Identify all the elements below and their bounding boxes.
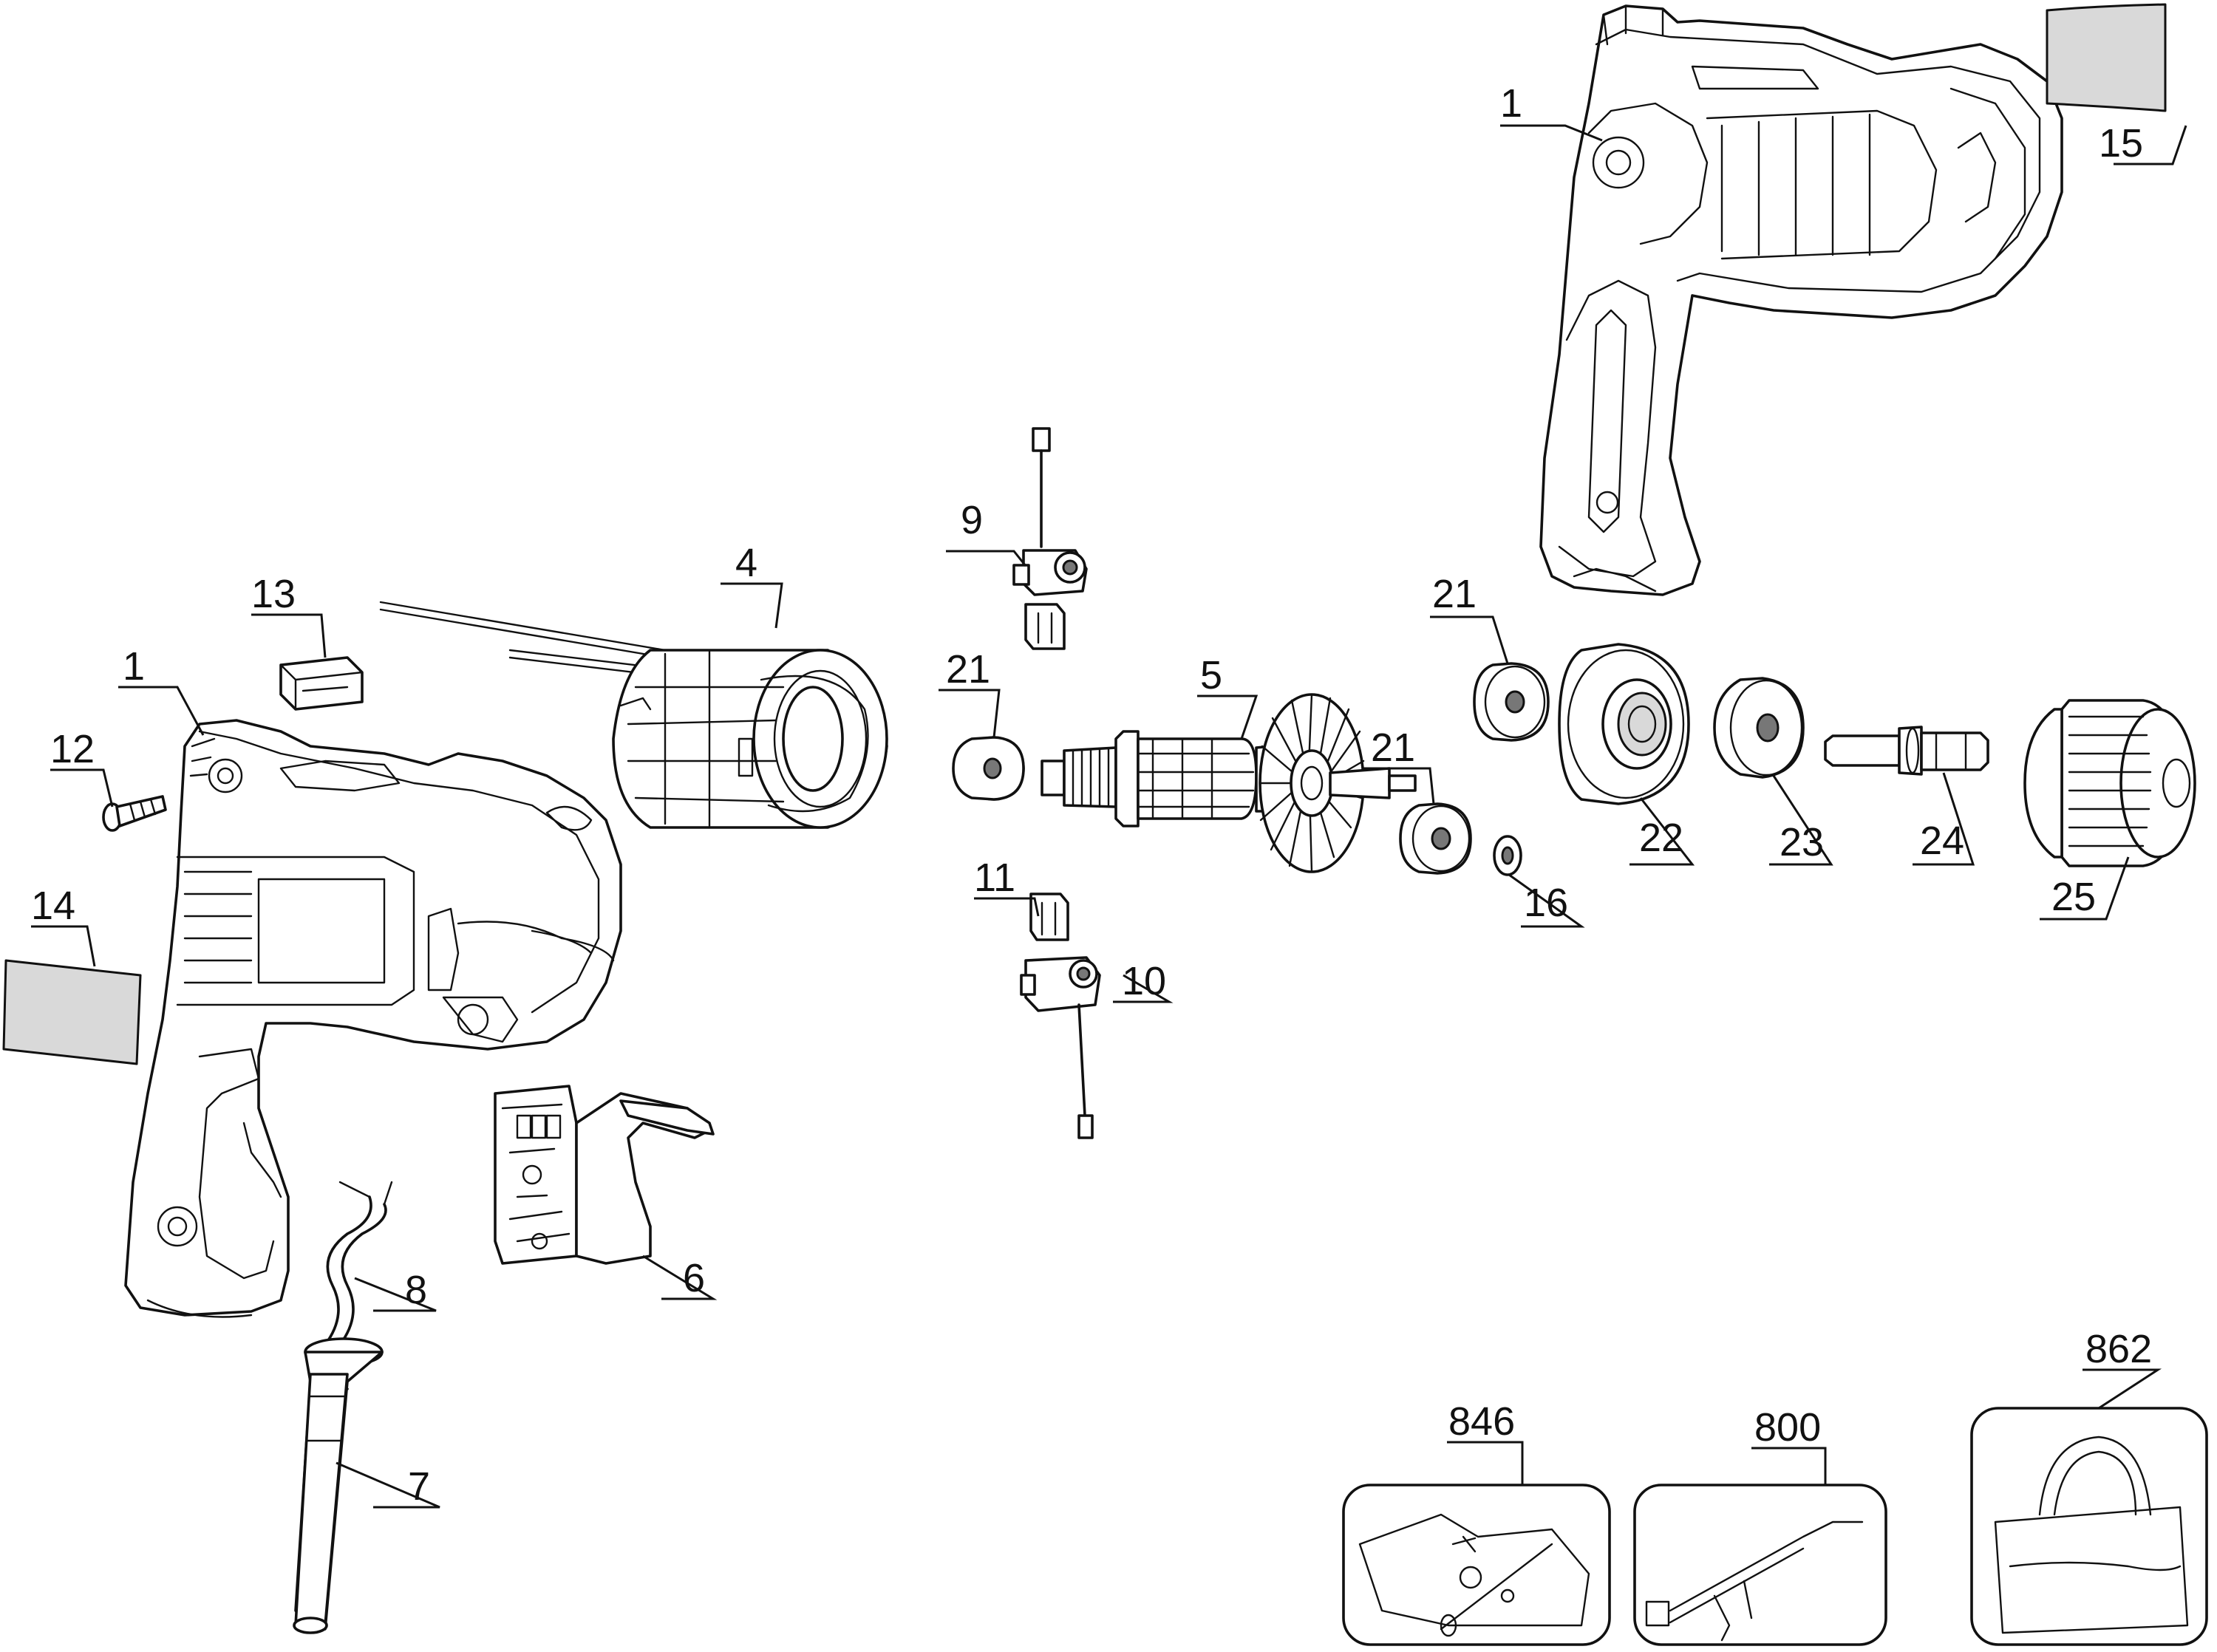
label-21-top: 21 [1432,572,1477,616]
bag-box [1970,1407,2208,1646]
nameplate-left [2,959,142,1065]
bearing-21-middle [1399,802,1472,875]
brush-holder-bottom [1020,956,1101,1139]
label-21-left: 21 [946,647,990,692]
label-6: 6 [683,1256,705,1300]
label-1-right: 1 [1500,81,1522,126]
bearing-21-left [952,736,1025,801]
label-13: 13 [251,572,296,616]
label-14: 14 [31,884,75,928]
armature-fan [1259,693,1365,873]
label-15: 15 [2099,121,2143,165]
label-9: 9 [961,498,983,542]
label-8: 8 [405,1268,427,1312]
nameplate-right [2046,3,2167,112]
brush-holder-top [1012,427,1088,650]
label-846: 846 [1448,1399,1515,1444]
label-5: 5 [1200,653,1222,697]
ring [1713,677,1805,779]
bearing-21-top [1473,662,1550,742]
armature [1041,693,1417,873]
label-11: 11 [974,856,1015,900]
label-25: 25 [2051,875,2096,919]
housing-half-left [124,719,622,1318]
lock-button [279,656,364,711]
motor-field [379,601,888,829]
label-22: 22 [1639,816,1683,860]
chuck [2023,699,2196,867]
label-10: 10 [1122,959,1166,1003]
side-handle [293,1337,384,1634]
label-12: 12 [50,727,95,771]
label-23: 23 [1780,820,1824,864]
label-862: 862 [2085,1327,2152,1371]
label-4: 4 [735,541,757,585]
brush-bottom [1029,892,1069,941]
label-7: 7 [408,1464,430,1509]
chuck-key-box [1633,1484,1887,1646]
screw [102,795,167,832]
housing-half-right [1539,4,2063,596]
label-21-middle: 21 [1371,726,1415,770]
leader-lines [31,124,2187,1509]
gear-case [1558,643,1690,805]
label-24: 24 [1920,819,1964,863]
label-800: 800 [1754,1405,1821,1450]
spindle [1824,726,1989,776]
label-16: 16 [1524,881,1568,925]
label-1-left: 1 [123,644,145,689]
trigger-switch [494,1085,715,1265]
wrench-kit-box [1342,1484,1611,1646]
washer [1493,835,1522,876]
